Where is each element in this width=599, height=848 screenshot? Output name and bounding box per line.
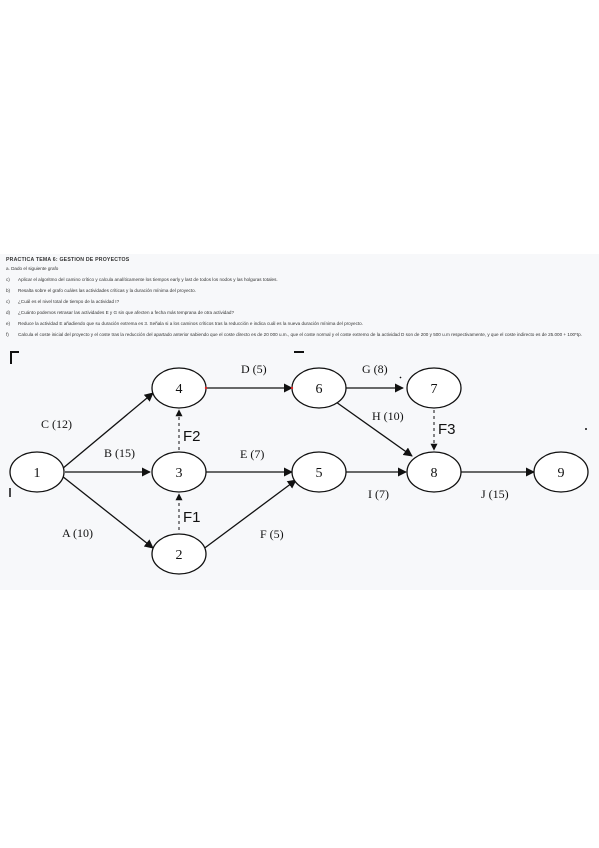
activity-label-f: F (5) [260, 527, 284, 541]
question-label: b) [6, 288, 11, 293]
node-3 [151, 451, 207, 493]
dummy-label-f2: F2 [183, 428, 201, 445]
red-mark [290, 386, 294, 390]
question-f: f) Calcula el coste inicial del proyecto … [6, 332, 594, 338]
question-text: ¿Cuánto podemos retrasar las actividades… [18, 310, 235, 315]
activity-label-c: C (12) [41, 417, 72, 431]
activity-label-g: G (8) [362, 362, 388, 376]
question-text: ¿Cuál es el nivel total de tiempo de la … [18, 299, 120, 304]
node-1-label: 1 [34, 466, 41, 481]
arrow-c [61, 392, 154, 470]
activity-label-e: E (7) [240, 447, 264, 461]
question-text: Calcula el coste inicial del proyecto y … [18, 332, 582, 337]
activity-label-j: J (15) [481, 487, 509, 501]
question-text: Reduce la actividad E añadiendo que su d… [18, 321, 363, 326]
dummy-label-f1: F1 [183, 509, 201, 526]
red-mark [204, 386, 208, 390]
question-c2: c) ¿Cuál es el nivel total de tiempo de l… [6, 299, 119, 305]
node-7 [406, 367, 462, 409]
question-b: b) Resalta sobre el grafo cuáles las acti… [6, 288, 196, 294]
document-title: PRACTICA TEMA 6: GESTION DE PROYECTOS [6, 257, 130, 263]
activity-label-a: A (10) [62, 526, 93, 540]
arrow-a [61, 475, 154, 549]
question-c1: c) Aplicar el algoritmo del camino crític… [6, 277, 278, 283]
question-text: Aplicar el algoritmo del camino crítico … [18, 277, 278, 282]
node-8 [406, 451, 462, 493]
node-4-label: 4 [176, 382, 183, 397]
node-6-label: 6 [316, 382, 323, 397]
dot-mark [399, 376, 402, 379]
arrow-h [335, 401, 413, 457]
activity-label-i: I (7) [368, 487, 389, 501]
question-label: c) [6, 299, 10, 304]
node-9 [533, 451, 589, 493]
activity-label-b: B (15) [104, 446, 135, 460]
node-3-label: 3 [176, 466, 183, 481]
activity-label-d: D (5) [241, 362, 267, 376]
question-text: Resalta sobre el grafo cuáles las activi… [18, 288, 196, 293]
node-7-label: 7 [431, 382, 438, 397]
node-8-label: 8 [431, 466, 438, 481]
question-label: e) [6, 321, 11, 326]
node-5 [291, 451, 347, 493]
node-2 [151, 533, 207, 575]
question-label: d) [6, 310, 11, 315]
node-1 [9, 451, 65, 493]
question-d: d) ¿Cuánto podemos retrasar las actividad… [6, 310, 234, 316]
dummy-label-f3: F3 [438, 421, 456, 438]
corner-mark [10, 351, 19, 364]
question-label: c) [6, 277, 10, 282]
arrow-f [201, 479, 297, 551]
question-label: f) [6, 332, 9, 337]
activity-label-h: H (10) [372, 409, 404, 423]
question-e: e) Reduce la actividad E añadiendo que su… [6, 321, 363, 327]
node-5-label: 5 [316, 466, 323, 481]
document-page [0, 254, 599, 590]
node-2-label: 2 [176, 548, 183, 563]
intro-line: a. Dado el siguiente grafo [6, 266, 59, 271]
node-9-label: 9 [558, 466, 565, 481]
